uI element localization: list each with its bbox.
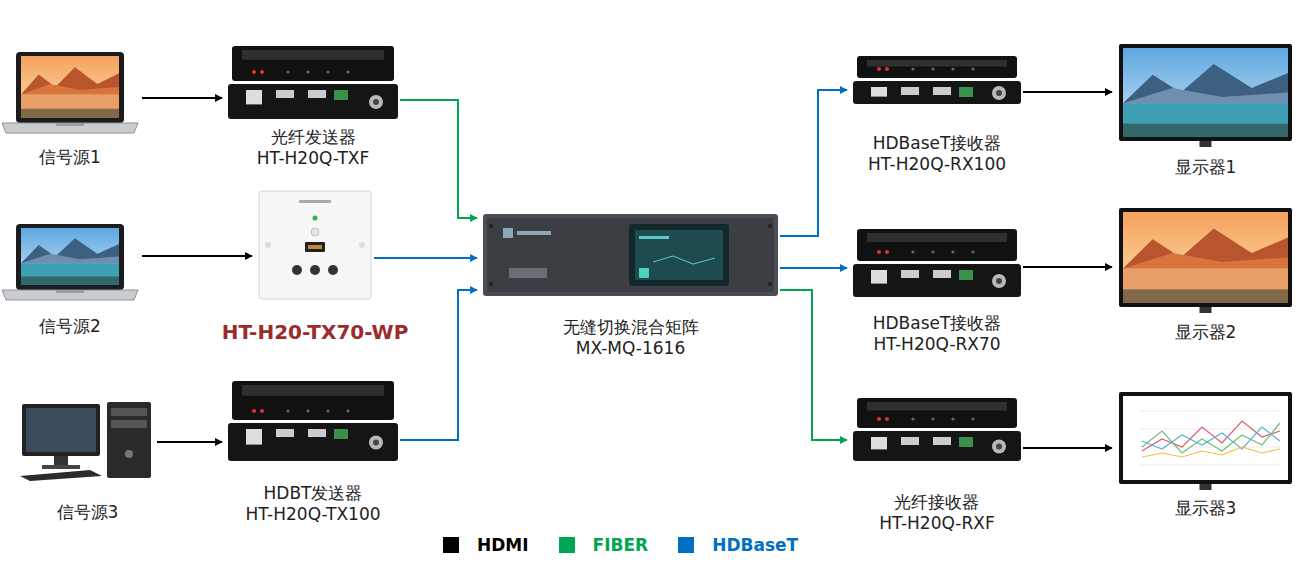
node-label: 光纤发送器HT-H20Q-TXF: [257, 127, 369, 169]
legend-swatch: [678, 537, 694, 553]
device-name: HDBT发送器: [245, 483, 380, 504]
device-name: 信号源1: [39, 147, 101, 168]
device-node: 信号源1: [0, 50, 140, 135]
device-illustration: [258, 190, 372, 300]
device-illustration: [483, 212, 778, 298]
device-name: 无缝切换混合矩阵: [563, 317, 699, 338]
device-node: 显示器1: [1118, 43, 1293, 148]
node-label: 显示器2: [1175, 322, 1237, 343]
legend-swatch: [559, 537, 575, 553]
device-icon: [853, 55, 1021, 105]
node-label: HDBaseT接收器HT-H20Q-RX70: [873, 313, 1002, 355]
display-icon: [1118, 391, 1293, 491]
signal-connector: [142, 97, 222, 99]
signal-connector: [400, 100, 477, 218]
device-illustration: [1118, 43, 1293, 148]
device-node: HT-H20-TX70-WP: [258, 190, 372, 300]
device-node: 光纤接收器HT-H20Q-RXF: [853, 397, 1021, 462]
model-number: HT-H20Q-TXF: [257, 148, 369, 169]
device-node: 显示器3: [1118, 391, 1293, 491]
device-name: 信号源2: [39, 316, 101, 337]
device-name: 显示器1: [1175, 157, 1237, 178]
device-illustration: [853, 55, 1021, 105]
device-name: 显示器2: [1175, 322, 1237, 343]
model-number: HT-H20Q-TX100: [245, 504, 380, 525]
model-number: HT-H20Q-RXF: [879, 513, 994, 534]
matrix-icon: [483, 212, 778, 298]
signal-connector: [1023, 447, 1112, 449]
laptop-icon: [0, 222, 140, 302]
node-label: 信号源2: [39, 316, 101, 337]
node-label: 信号源3: [57, 502, 119, 523]
device-name: HT-H20-TX70-WP: [222, 320, 409, 344]
signal-connector: [780, 267, 847, 269]
device-node: 无缝切换混合矩阵MX-MQ-1616: [483, 212, 778, 298]
legend-swatch: [443, 537, 459, 553]
legend: HDMI FIBER HDBaseT: [443, 535, 828, 555]
node-label: HT-H20-TX70-WP: [222, 320, 409, 344]
legend-text: HDMI: [477, 535, 529, 555]
device-name: HDBaseT接收器: [873, 313, 1002, 334]
device-illustration: [228, 380, 398, 462]
legend-item: FIBER: [559, 535, 649, 555]
signal-connector: [374, 257, 477, 259]
signal-connector: [1023, 266, 1112, 268]
device-icon: [853, 397, 1021, 462]
node-label: HDBT发送器HT-H20Q-TX100: [245, 483, 380, 525]
signal-connector: [780, 90, 847, 236]
device-node: HDBaseT接收器HT-H20Q-RX100: [853, 55, 1021, 105]
device-illustration: [0, 50, 140, 135]
device-illustration: [853, 228, 1021, 298]
signal-connector: [157, 441, 222, 443]
display-icon: [1118, 207, 1293, 314]
device-illustration: [1118, 391, 1293, 491]
legend-item: HDMI: [443, 535, 529, 555]
signal-connector: [780, 290, 847, 440]
signal-connector: [400, 290, 477, 440]
node-label: 显示器3: [1175, 498, 1237, 519]
legend-item: HDBaseT: [678, 535, 798, 555]
device-name: HDBaseT接收器: [868, 133, 1006, 154]
model-number: HT-H20Q-RX100: [868, 154, 1006, 175]
device-illustration: [20, 400, 155, 482]
device-node: 光纤发送器HT-H20Q-TXF: [228, 45, 398, 120]
node-label: 光纤接收器HT-H20Q-RXF: [879, 492, 994, 534]
device-illustration: [228, 45, 398, 120]
device-illustration: [853, 397, 1021, 462]
laptop-icon: [0, 50, 140, 135]
device-name: 信号源3: [57, 502, 119, 523]
device-node: 信号源3: [20, 400, 155, 482]
device-name: 显示器3: [1175, 498, 1237, 519]
node-label: 无缝切换混合矩阵MX-MQ-1616: [563, 317, 699, 359]
device-node: HDBT发送器HT-H20Q-TX100: [228, 380, 398, 462]
device-icon: [853, 228, 1021, 298]
node-label: 信号源1: [39, 147, 101, 168]
device-node: 显示器2: [1118, 207, 1293, 314]
signal-connector: [1023, 91, 1112, 93]
model-number: HT-H20Q-RX70: [873, 334, 1002, 355]
model-number: MX-MQ-1616: [563, 338, 699, 359]
device-name: 光纤接收器: [879, 492, 994, 513]
device-name: 光纤发送器: [257, 127, 369, 148]
node-label: 显示器1: [1175, 157, 1237, 178]
device-node: HDBaseT接收器HT-H20Q-RX70: [853, 228, 1021, 298]
signal-connector: [142, 255, 252, 257]
display-icon: [1118, 43, 1293, 148]
device-illustration: [1118, 207, 1293, 314]
legend-text: FIBER: [593, 535, 649, 555]
node-label: HDBaseT接收器HT-H20Q-RX100: [868, 133, 1006, 175]
legend-text: HDBaseT: [712, 535, 798, 555]
device-node: 信号源2: [0, 222, 140, 302]
device-icon: [228, 45, 398, 120]
desktop-pc-icon: [20, 400, 155, 482]
device-icon: [228, 380, 398, 462]
wall-plate-icon: [258, 190, 372, 300]
device-illustration: [0, 222, 140, 302]
